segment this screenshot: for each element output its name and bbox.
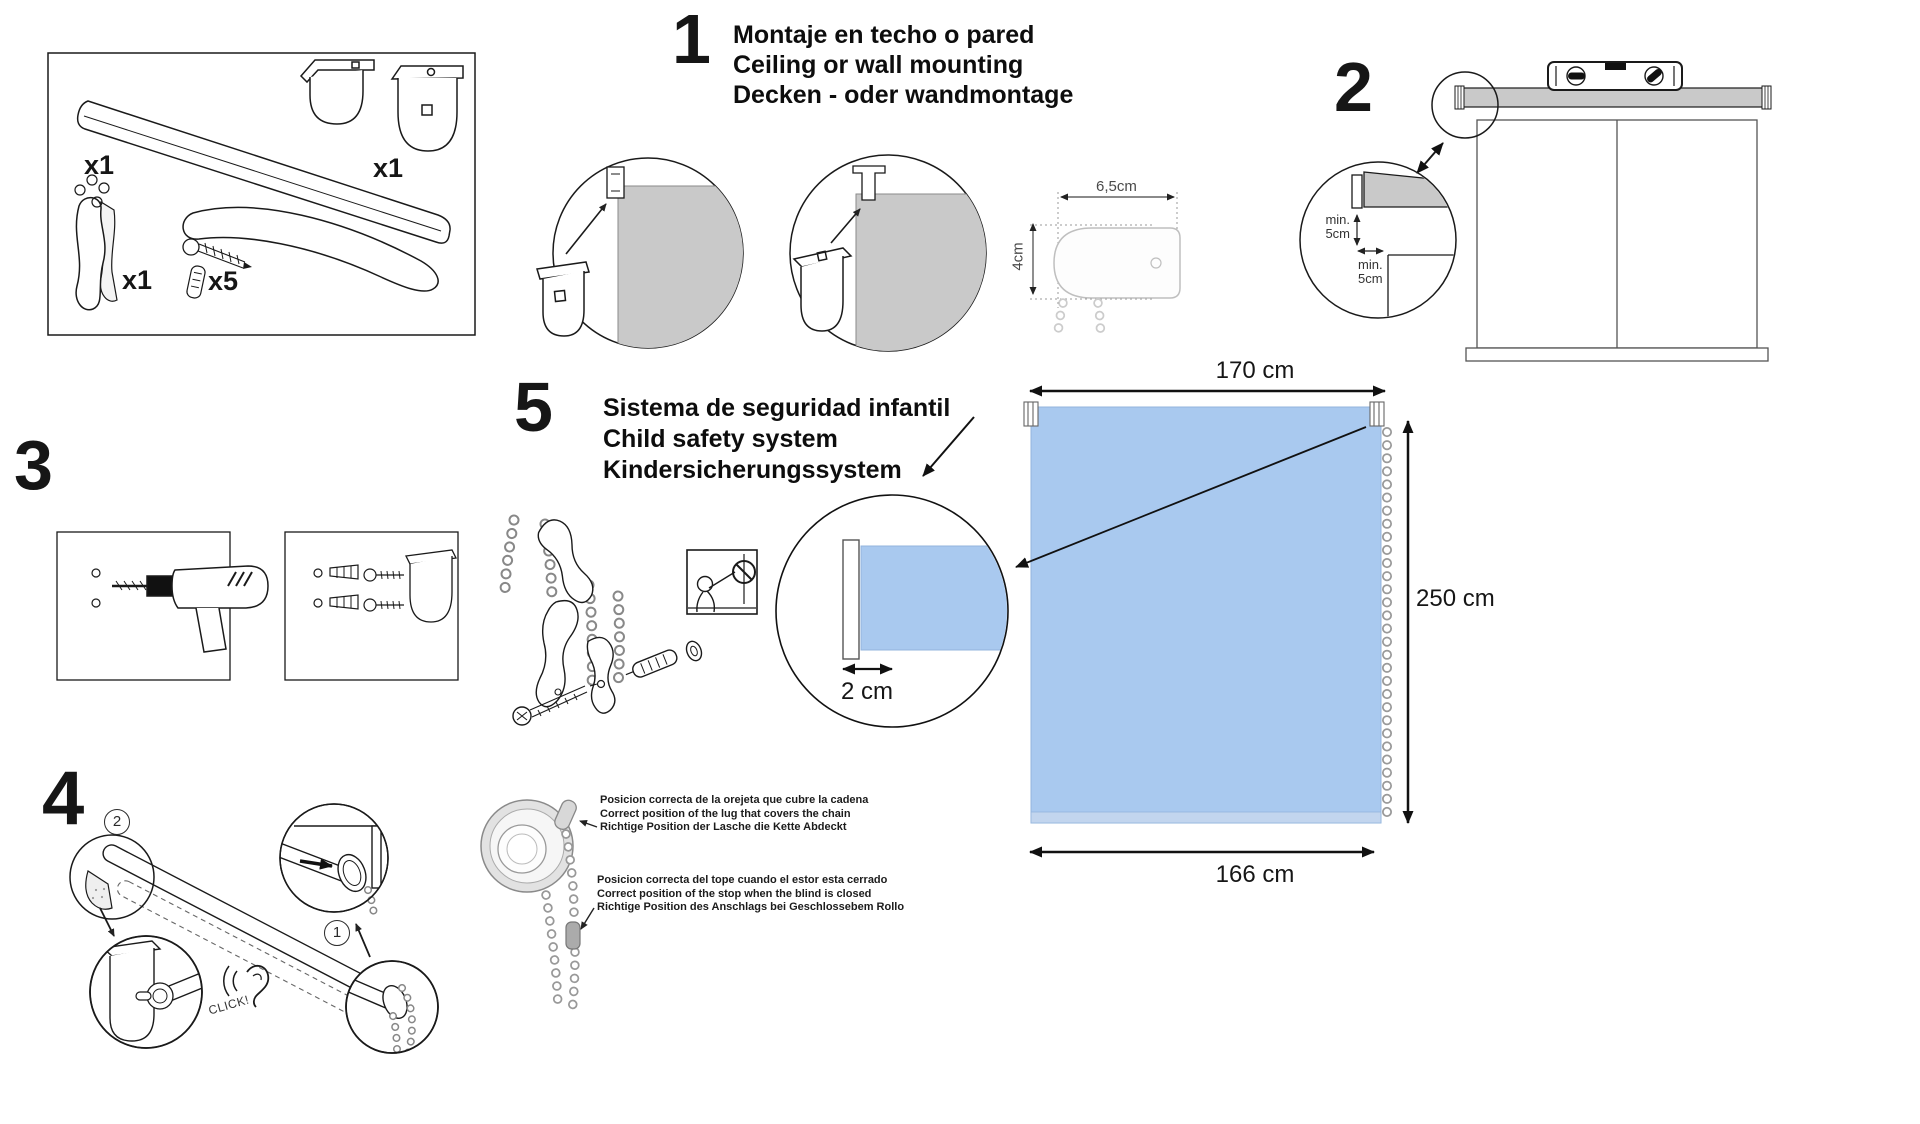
cleat-quantity: x1: [122, 265, 153, 295]
pull-strap-part: [182, 206, 439, 292]
step4-number: 4: [42, 756, 84, 841]
safety-chains: [499, 514, 625, 692]
step5-title-en: Child safety system: [603, 425, 838, 453]
roller-tube-part: [76, 100, 451, 244]
chain-loop: [541, 829, 580, 1017]
zoom-connector-arrow: [1416, 142, 1444, 174]
min-horizontal-line1: min.: [1358, 257, 1383, 272]
min-horizontal-label: min. 5cm: [1358, 258, 1383, 286]
right-bracket-mark: [1369, 401, 1385, 427]
mount-arrow: [830, 208, 861, 244]
child-warning-pictogram: [686, 549, 758, 615]
min-vertical-line1: min.: [1325, 212, 1350, 227]
slide-direction-arrow: [299, 858, 333, 870]
step4-illustration: [69, 803, 439, 1054]
bracket-screws-drawing: [363, 549, 457, 623]
lug-note-es: Posicion correcta de la orejeta que cubr…: [600, 794, 869, 806]
window-drawing: [1465, 119, 1769, 362]
detail-arrow-long: [1015, 426, 1367, 568]
bracket-part-small: [299, 59, 375, 125]
step1-number: 1: [672, 0, 711, 78]
stop-note-es: Posicion correcta del tope cuando el est…: [597, 874, 888, 886]
bracket-zoom-circle-bottom: [89, 935, 203, 1049]
detail-arrow-short: [922, 416, 975, 477]
wall-plug-drawing: [329, 564, 359, 610]
parts-box-illustration: [47, 52, 476, 336]
step5-illustration: [499, 514, 758, 726]
step1-title-de: Decken - oder wandmontage: [733, 81, 1074, 109]
cleat-mounting-drawing: [512, 636, 703, 726]
step4-marker-1: 1: [324, 920, 350, 946]
blind-top-width-label: 170 cm: [1215, 357, 1295, 384]
min-vertical-line2: 5cm: [1325, 226, 1350, 241]
stop-note: Posicion correcta del tope cuando el est…: [597, 874, 904, 915]
lug-note-en: Correct position of the lug that covers …: [600, 807, 851, 820]
plug-panel: [284, 531, 459, 681]
drill-drawing: [112, 565, 269, 653]
wall-bracket-drawing: [536, 261, 590, 337]
tube-quantity: x1: [84, 150, 115, 180]
step-arrow-up: [355, 923, 371, 958]
bracket-depth-label: 2 cm: [840, 678, 893, 705]
ceiling-bracket-drawing: [792, 247, 853, 332]
blind-dimensions-illustration: [775, 385, 1414, 858]
bracket-zoom-circle-top: [69, 834, 155, 920]
zoom-circle-small: [1431, 71, 1499, 139]
wall-mount-detail-circle: [536, 157, 744, 349]
step1-title: Montaje en techo o pared Ceiling or wall…: [733, 20, 1073, 110]
drilling-panel: [56, 531, 269, 681]
left-bracket-mark: [1023, 401, 1039, 427]
mount-arrow: [565, 203, 607, 255]
blind-bottom-width-label: 166 cm: [1215, 861, 1295, 888]
stop-note-arrow: [580, 907, 595, 930]
lug-note-de: Richtige Position der Lasche die Kette A…: [600, 821, 847, 833]
step4-marker-2: 2: [104, 809, 130, 835]
step3-number: 3: [14, 426, 53, 504]
blind-hem-bar: [1030, 811, 1382, 824]
cap-dimensions-illustration: [1029, 192, 1181, 345]
chain-lug: [554, 799, 577, 830]
screw-plug-part: [182, 238, 252, 299]
step3-illustration: [56, 531, 459, 681]
stop-note-en: Correct position of the stop when the bl…: [597, 887, 872, 900]
step5-number: 5: [514, 368, 553, 446]
min-horizontal-line2: 5cm: [1358, 271, 1383, 286]
chain-stop: [565, 921, 581, 950]
chain-cleat-vertical: [535, 599, 579, 708]
chain-cleat-tilted: [537, 519, 594, 604]
parts-box-border: [47, 52, 476, 336]
screw-quantity: x5: [208, 266, 239, 296]
bracket-depth-circle: [775, 494, 1009, 728]
lug-note: Posicion correcta de la orejeta que cubr…: [600, 794, 868, 835]
ear-icon: [223, 965, 270, 1008]
clearance-detail-circle: [1299, 161, 1457, 319]
cap-width-label: 6,5cm: [1096, 178, 1137, 195]
step5-title-es: Sistema de seguridad infantil: [603, 394, 951, 422]
stop-note-de: Richtige Position des Anschlags bei Gesc…: [597, 901, 905, 913]
cap-chain: [1053, 298, 1106, 345]
end-cap-drawing: [1053, 227, 1181, 299]
bracket-quantity: x1: [373, 153, 404, 183]
step1-illustration: [536, 154, 987, 352]
step2-number: 2: [1334, 48, 1373, 126]
bracket-part-large: [390, 65, 464, 152]
step1-title-en: Ceiling or wall mounting: [733, 51, 1024, 79]
cap-height-label: 4cm: [1009, 242, 1027, 271]
blind-fabric: [1030, 406, 1382, 824]
step-arrow-down: [99, 907, 115, 937]
step1-title-es: Montaje en techo o pared: [733, 21, 1035, 49]
chain-cleat-part: [74, 174, 118, 311]
blind-height-label: 250 cm: [1416, 585, 1495, 612]
lug-note-arrow: [579, 820, 598, 828]
step2-illustration: [1299, 61, 1772, 362]
step5-title-de: Kindersicherungssystem: [603, 456, 902, 484]
bracket-zoom-circle-right: [279, 803, 389, 924]
min-vertical-label: min. 5cm: [1312, 213, 1350, 241]
spirit-level-icon: [1547, 61, 1683, 91]
chain-zoom-circle: [345, 960, 439, 1054]
step5-title: Sistema de seguridad infantil Child safe…: [603, 393, 950, 486]
chain-detail-illustration: [480, 799, 598, 1017]
ceiling-mount-detail-circle: [789, 154, 987, 352]
